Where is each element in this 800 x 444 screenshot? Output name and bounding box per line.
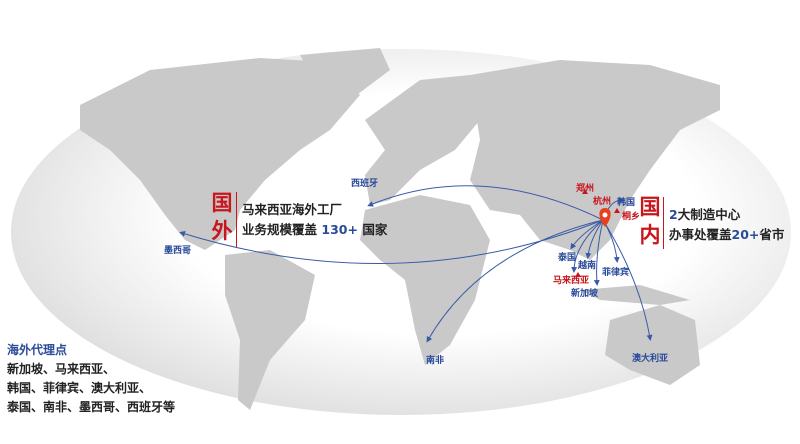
route-malaysia [571, 219, 604, 273]
route-south-africa [426, 219, 604, 343]
agents-line: 新加坡、马来西亚、 [7, 362, 116, 376]
agents-line: 泰国、南非、墨西哥、西班牙等 [7, 400, 176, 414]
label-korea: 韩国 [617, 198, 636, 208]
label-australia: 澳大利亚 [632, 354, 669, 364]
domestic-description: 2大制造中心 办事处覆盖20+省市 [669, 205, 784, 245]
badge-char: 国 [639, 195, 661, 219]
asia [470, 60, 720, 260]
africa [360, 195, 490, 365]
route-mexico [179, 219, 604, 264]
overseas-agents: 海外代理点 新加坡、马来西亚、 韩国、菲律宾、澳大利亚、 泰国、南非、墨西哥、西… [7, 341, 175, 417]
badge-char: 内 [639, 223, 661, 247]
badge-char: 国 [211, 191, 233, 215]
label-philippines: 菲律宾 [602, 268, 630, 278]
label-malaysia: 马来西亚 [553, 276, 590, 286]
routes [179, 185, 653, 343]
route-australia [602, 219, 653, 341]
label-singapore: 新加坡 [571, 289, 599, 299]
city-markers [575, 189, 620, 277]
indonesia [580, 285, 690, 305]
label-thailand: 泰国 [558, 253, 577, 263]
route-spain [367, 185, 604, 221]
city-zhengzhou: 郑州 [576, 184, 595, 194]
route-vietnam [585, 219, 604, 259]
divider [663, 197, 664, 249]
greenland [300, 48, 390, 100]
overseas-badge: 国外 [210, 189, 234, 245]
route-thailand [570, 219, 604, 250]
europe [365, 75, 480, 205]
label-mexico: 墨西哥 [164, 246, 192, 256]
badge-char: 外 [211, 219, 233, 243]
overseas-description: 马来西亚海外工厂 业务规模覆盖 130+ 国家 [242, 200, 387, 240]
label-vietnam: 越南 [578, 261, 597, 271]
south-america [225, 250, 315, 410]
city-hangzhou: 杭州 [593, 197, 612, 207]
route-singapore [593, 219, 604, 286]
location-pin-icon [599, 208, 611, 227]
australia [605, 305, 700, 385]
label-south-africa: 南非 [426, 356, 445, 366]
overseas-line1: 马来西亚海外工厂 [242, 202, 343, 217]
agents-line: 韩国、菲律宾、澳大利亚、 [7, 381, 152, 395]
north-america [80, 58, 360, 250]
domestic-line2: 办事处覆盖20+省市 [669, 227, 785, 242]
agents-title: 海外代理点 [7, 343, 68, 357]
domestic-line1: 2大制造中心 [669, 207, 741, 222]
divider [236, 192, 237, 247]
city-tongxiang: 桐乡 [622, 212, 641, 222]
domestic-badge: 国内 [638, 193, 662, 249]
continents [80, 48, 720, 410]
label-spain: 西班牙 [351, 179, 379, 189]
overseas-line2: 业务规模覆盖 130+ 国家 [242, 222, 388, 237]
